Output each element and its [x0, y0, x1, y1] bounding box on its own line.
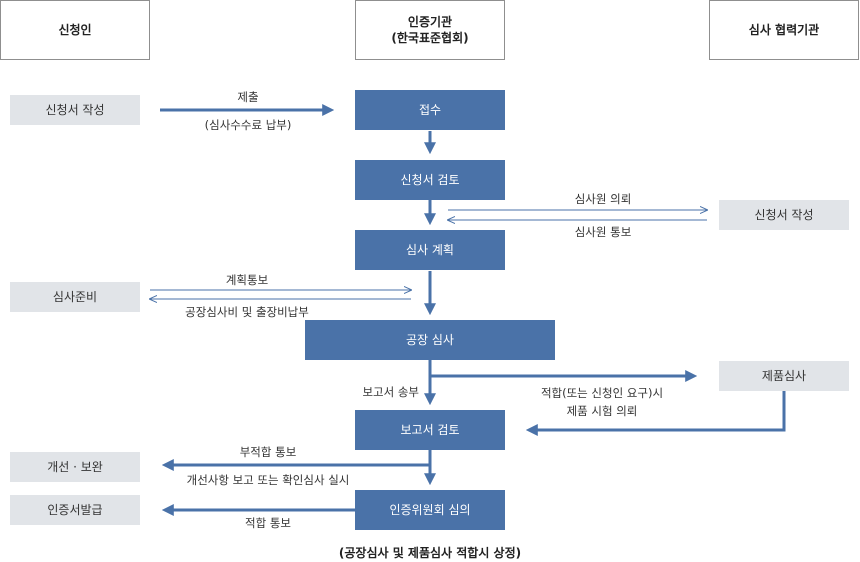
header-applicant: 신청인	[0, 0, 150, 60]
header-partner: 심사 협력기관	[709, 0, 859, 60]
step-audit-plan-label: 심사 계획	[406, 243, 454, 257]
label-auditor-notice: 심사원 통보	[574, 225, 632, 239]
partner-product-audit: 제품심사	[719, 361, 849, 391]
step-factory-audit-label: 공장 심사	[406, 333, 454, 347]
applicant-audit-prep-label: 심사준비	[52, 290, 98, 304]
step-report-review-label: 보고서 검토	[400, 423, 460, 437]
step-application-review-label: 신청서 검토	[400, 173, 460, 187]
label-conformity-notice: 적합 통보	[245, 516, 291, 530]
label-expense-payment: 공장심사비 및 출장비납부	[185, 305, 309, 319]
label-fee-payment: (심사수수료 납부)	[204, 118, 292, 132]
label-submit: 제출	[237, 90, 259, 104]
diagram-caption: (공장심사 및 제품심사 적합시 상정)	[338, 546, 522, 560]
step-committee-review: 인증위원회 심의	[355, 490, 505, 530]
header-certifier-label: 인증기관	[407, 15, 453, 29]
label-report-send: 보고서 송부	[362, 385, 419, 399]
partner-write-application: 신청서 작성	[719, 200, 849, 230]
applicant-certificate-issue: 인증서발급	[10, 495, 140, 525]
applicant-certificate-issue-label: 인증서발급	[47, 503, 103, 517]
applicant-improvement: 개선 · 보완	[10, 452, 140, 482]
arrow-product-audit-return	[525, 390, 786, 436]
step-factory-audit: 공장 심사	[305, 320, 555, 360]
step-receipt-label: 접수	[418, 103, 442, 117]
label-improvement-action: 개선사항 보고 또는 확인심사 실시	[186, 473, 350, 487]
header-certifier: 인증기관 (한국표준협회)	[355, 0, 505, 60]
header-partner-label: 심사 협력기관	[748, 23, 820, 37]
step-audit-plan: 심사 계획	[355, 230, 505, 270]
step-report-review: 보고서 검토	[355, 410, 505, 450]
header-certifier-sublabel: (한국표준협회)	[391, 31, 469, 45]
label-auditor-request: 심사원 의뢰	[574, 192, 632, 206]
step-committee-review-label: 인증위원회 심의	[389, 503, 471, 517]
applicant-write-application-label: 신청서 작성	[45, 103, 105, 117]
label-conformity-line2: 제품 시험 의뢰	[566, 404, 638, 418]
partner-product-audit-label: 제품심사	[761, 369, 807, 383]
partner-write-application-label: 신청서 작성	[754, 208, 814, 222]
step-receipt: 접수	[355, 90, 505, 130]
applicant-improvement-label: 개선 · 보완	[47, 460, 103, 474]
label-plan-notice: 계획통보	[225, 273, 269, 287]
applicant-audit-prep: 심사준비	[10, 282, 140, 312]
step-application-review: 신청서 검토	[355, 160, 505, 200]
label-nonconformity-notice: 부적합 통보	[239, 445, 297, 459]
header-applicant-label: 신청인	[58, 23, 92, 37]
label-conformity-line1: 적합(또는 신청인 요구)시	[540, 386, 664, 400]
applicant-write-application: 신청서 작성	[10, 95, 140, 125]
